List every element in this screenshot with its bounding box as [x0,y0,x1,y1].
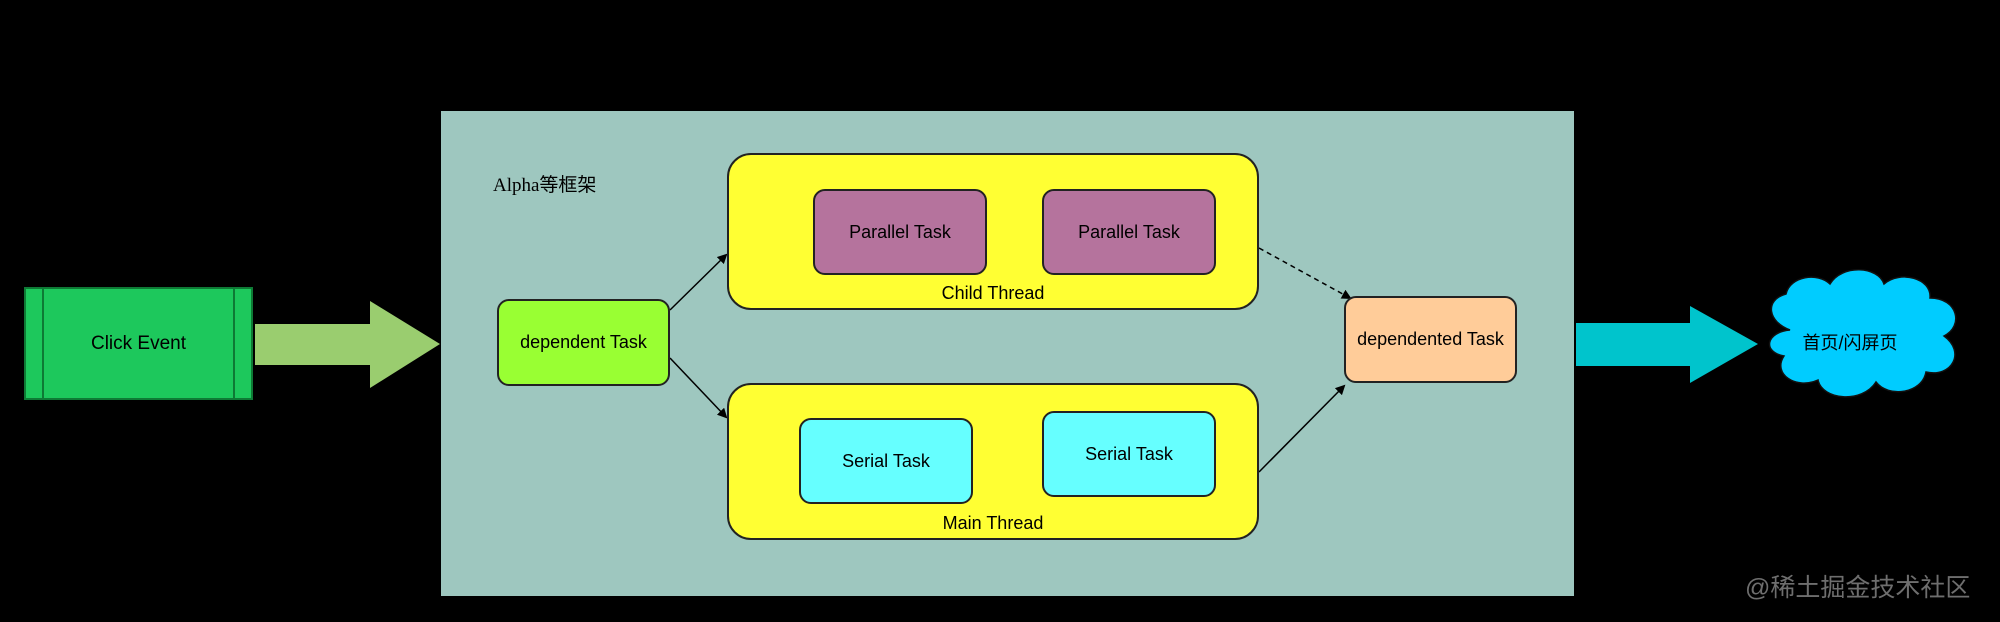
serial-task-box: Serial Task [1042,411,1216,497]
output-arrow-icon [1576,306,1758,383]
input-arrow-icon [255,301,440,388]
parallel-task-box: Parallel Task [813,189,987,275]
connector-child-to-dependented [1258,247,1352,299]
parallel-task-label: Parallel Task [1078,221,1180,242]
dependent-task-label: dependent Task [520,332,647,352]
dependented-task-box: dependented Task [1344,296,1517,383]
click-event-label: Click Event [90,332,187,354]
cloud-icon [1768,269,1957,398]
serial-task-label: Serial Task [842,450,930,471]
parallel-task-label: Parallel Task [849,221,951,242]
destination-label: 首页/闪屏页 [1802,333,1898,353]
parallel-task-box: Parallel Task [1042,189,1216,275]
connector-main-to-dependented [1258,384,1346,473]
serial-task-box: Serial Task [799,418,973,504]
click-event-left-bar [42,289,44,398]
connector-dependent-to-main [669,357,728,419]
serial-task-label: Serial Task [1085,443,1173,464]
dependented-task-label: dependented Task [1357,329,1504,349]
child-thread-label: Child Thread [941,283,1045,303]
main-thread-label: Main Thread [942,513,1044,533]
click-event-box: Click Event [24,287,253,400]
dependent-task-box: dependent Task [497,299,670,386]
watermark-text: @稀土掘金技术社区 [1745,574,1971,602]
click-event-right-bar [233,289,235,398]
framework-label: Alpha等框架 [493,175,597,196]
connector-dependent-to-child [669,253,728,311]
